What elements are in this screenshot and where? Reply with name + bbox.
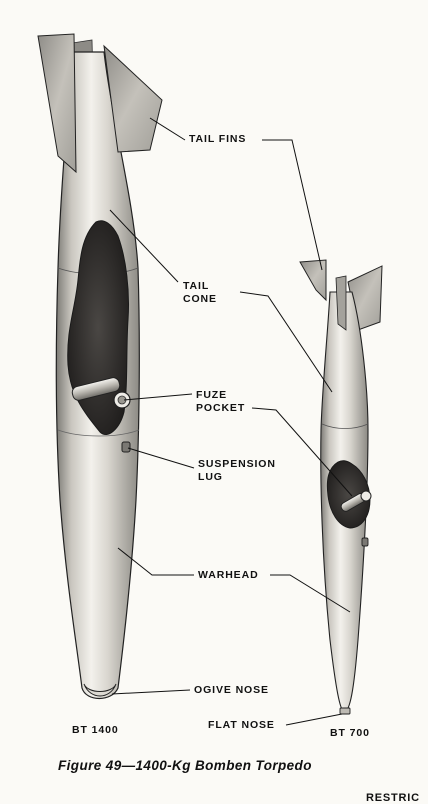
leader-suspension-lug	[127, 447, 195, 469]
label-suspension-lug-line1: SUSPENSION	[198, 458, 276, 470]
bt700-suspension-lug	[361, 537, 369, 547]
label-ogive-nose: OGIVE NOSE	[194, 684, 269, 696]
restricted-stamp-fragment: RESTRIC	[366, 792, 420, 804]
bt1400-tail-fin	[37, 33, 77, 174]
leader-ogive-nose	[111, 689, 191, 695]
label-fuze-pocket-line2: POCKET	[196, 402, 246, 414]
leader-fuze-pocket-left	[123, 393, 193, 401]
label-warhead: WARHEAD	[198, 569, 259, 581]
bt700-cutaway	[326, 460, 371, 529]
label-suspension-lug-line2: LUG	[198, 471, 223, 483]
figure-caption: Figure 49—1400-Kg Bomben Torpedo	[58, 758, 312, 773]
label-bt1400: BT 1400	[72, 724, 119, 736]
bt700-flat-nose	[339, 707, 351, 715]
leader-warhead-right	[270, 574, 351, 613]
bt700-tail-cone-seam	[321, 423, 369, 429]
bt700-bomb	[299, 259, 383, 715]
label-fuze-pocket-line1: FUZE	[196, 389, 228, 401]
bt1400-suspension-lug	[121, 441, 131, 453]
bt1400-ogive-nose	[83, 683, 117, 697]
leader-tail-fins-right	[262, 139, 323, 271]
leader-tail-fins-left	[149, 117, 186, 141]
label-tail-fins: TAIL FINS	[189, 133, 247, 145]
leader-tail-cone-left	[109, 209, 179, 283]
leader-lines	[109, 117, 353, 726]
leader-fuze-pocket-right	[251, 407, 353, 497]
bt1400-tail-fin-right	[103, 44, 163, 153]
label-tail-cone-line1: TAIL	[183, 280, 210, 292]
bt1400-warhead-seam	[57, 429, 140, 437]
leader-tail-cone-right	[239, 291, 333, 393]
leader-flat-nose	[285, 713, 343, 726]
leader-warhead-left	[117, 547, 194, 576]
bt1400-bomb	[37, 33, 163, 700]
label-flat-nose: FLAT NOSE	[208, 719, 275, 731]
bt700-tail-fin-center	[335, 275, 347, 331]
bt700-fuze-pocket	[340, 490, 372, 512]
bt700-tail-fin	[299, 259, 327, 302]
label-tail-cone-line2: CONE	[183, 293, 217, 305]
bt1400-fuze-pocket	[71, 377, 131, 409]
label-bt700: BT 700	[330, 727, 370, 739]
